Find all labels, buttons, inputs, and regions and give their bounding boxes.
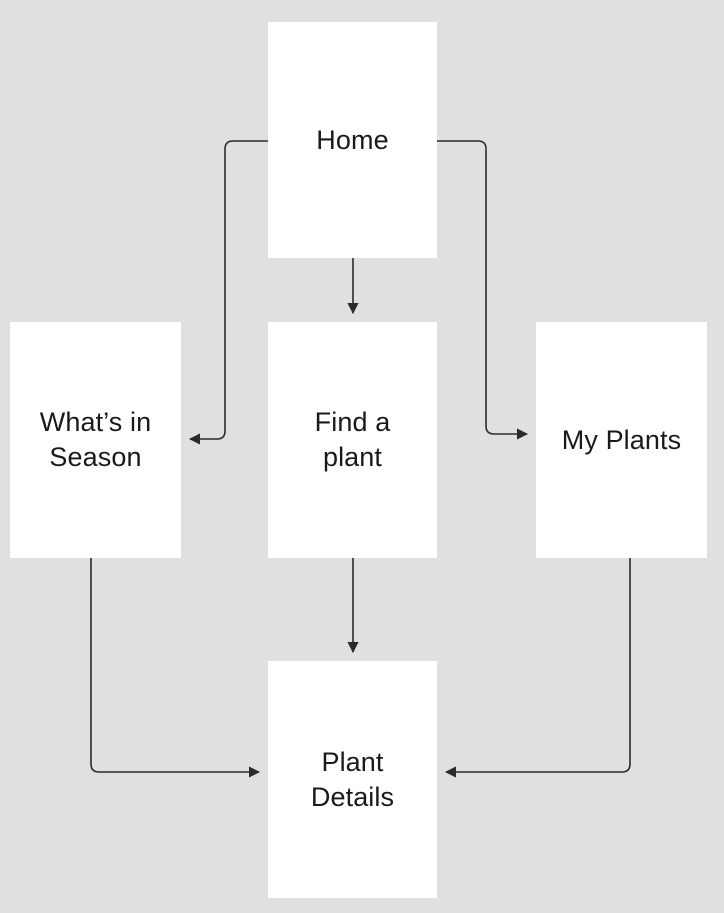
node-home[interactable]: Home (268, 22, 437, 258)
node-whats-in-season[interactable]: What’s in Season (10, 322, 181, 558)
node-my-plants[interactable]: My Plants (536, 322, 707, 558)
edge-season-to-details (90, 558, 261, 778)
node-find-a-plant-label: Find a plant (314, 407, 391, 472)
node-plant-details[interactable]: Plant Details (268, 661, 437, 898)
edge-myplants-to-details (444, 558, 631, 778)
node-my-plants-label: My Plants (561, 424, 682, 455)
node-plant-details-label: Plant Details (310, 746, 395, 812)
edge-home-to-myplants (437, 140, 529, 440)
node-whats-in-season-label: What’s in Season (39, 407, 152, 472)
node-find-a-plant[interactable]: Find a plant (268, 322, 437, 558)
edge-home-to-season (188, 140, 268, 445)
node-home-label: Home (316, 124, 389, 155)
